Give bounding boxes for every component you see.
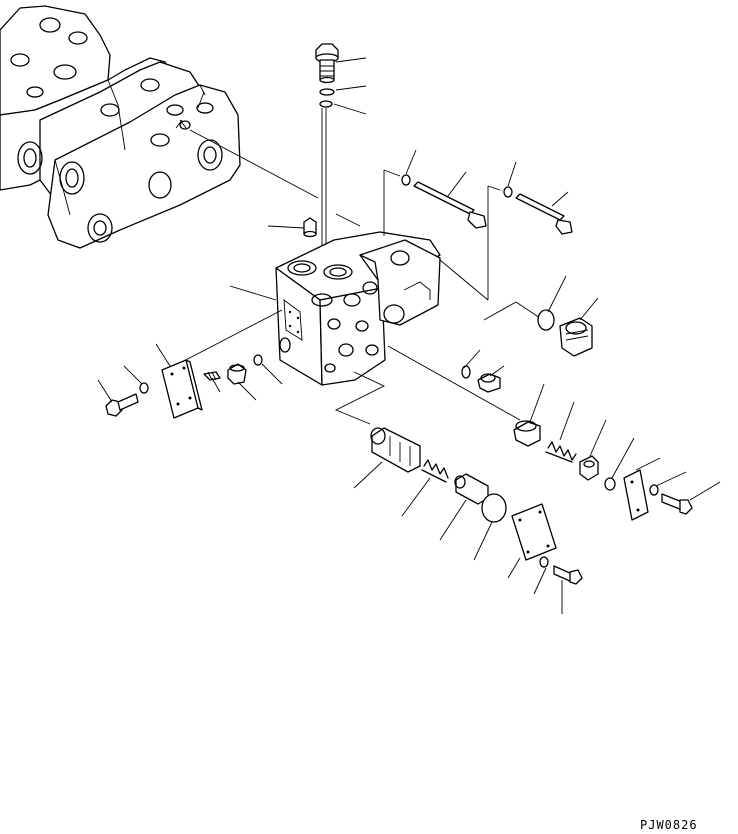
lower-piston [455,474,488,504]
tie-bolt-right [516,194,572,234]
mid-o-ring [462,366,470,378]
top-o-ring [320,101,332,107]
lower-washer [540,557,548,567]
drawing-code: PJW0826 [640,818,698,832]
threaded-plug-right [560,318,592,356]
right-nut [580,456,598,480]
tie-bolt-left [414,182,486,228]
right-cover-plate [624,470,648,520]
right-bolt [662,494,692,514]
lower-o-ring [482,494,506,522]
right-spring [546,442,576,462]
lower-spring [422,460,448,482]
right-washer [650,485,658,495]
tie-bolt-washer-left [402,175,410,185]
left-spring-pin [204,372,220,380]
right-o-ring [605,478,615,490]
right-sleeve [514,421,540,446]
left-small-plug [228,364,246,384]
left-cover-plate [162,360,202,418]
left-washer [140,383,148,393]
top-bolt [316,44,338,83]
left-o-ring [254,355,262,365]
left-bolt [106,394,138,416]
plug-o-ring [538,310,554,330]
main-valve-assembly [0,6,240,248]
callout-leaders [98,58,720,614]
lower-bolt [554,566,582,584]
valve-section-block [276,232,440,385]
lower-spool [371,428,420,472]
lower-cover-plate [512,504,556,560]
top-washer [320,89,334,95]
small-plug [304,218,316,237]
mid-cap [478,374,500,392]
tie-bolt-washer-right [504,187,512,197]
